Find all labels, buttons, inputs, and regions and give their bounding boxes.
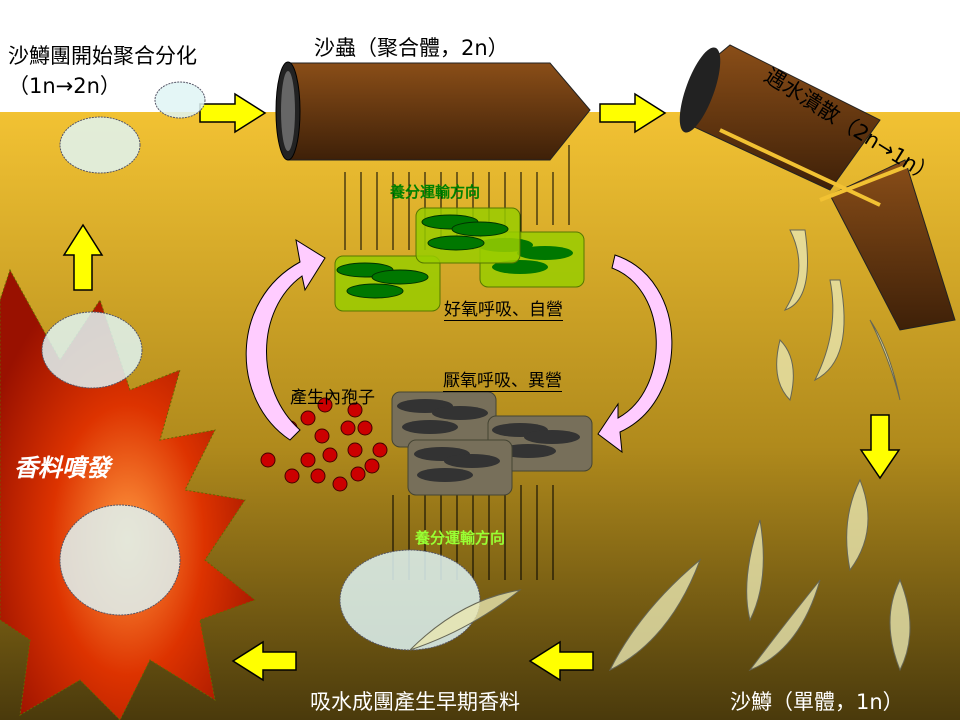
anaerobic-cells: [391, 391, 593, 496]
aggregate-ratio-label: （1n→2n）: [8, 74, 121, 98]
anaerobic-label: 厭氧呼吸、異營: [443, 366, 562, 392]
sandtrout-singles: [409, 229, 911, 672]
spice-blow-label: 香料噴發: [14, 454, 110, 482]
aggregate-label: 沙鱒團開始聚合分化: [8, 44, 197, 68]
sandworm-body: [275, 61, 591, 161]
sandtrout-label: 沙鱒（單體，1n）: [730, 690, 904, 714]
arrow-down: [859, 414, 901, 480]
aerobic-cells: [334, 207, 585, 312]
arrow-left-2: [231, 640, 297, 682]
dispersing-sandworm: [679, 44, 956, 331]
nutrient-direction-bottom-label: 養分運輸方向: [415, 529, 506, 547]
arrow-right-1: [199, 92, 267, 134]
aerobic-label: 好氧呼吸、自營: [444, 295, 563, 321]
cycle-arrow-right: [597, 254, 673, 454]
spice-blow-explosion: [0, 268, 257, 720]
arrow-left-1: [528, 640, 594, 682]
sandworm-label: 沙蟲（聚合體，2n）: [314, 36, 509, 60]
early-spice-label: 吸水成團產生早期香料: [310, 690, 520, 714]
arrow-up: [62, 223, 104, 291]
arrow-right-2: [599, 92, 667, 134]
cycle-arrow-left: [245, 238, 326, 441]
nutrient-direction-top-label: 養分運輸方向: [390, 183, 481, 201]
endospore-label: 產生內孢子: [290, 388, 375, 408]
